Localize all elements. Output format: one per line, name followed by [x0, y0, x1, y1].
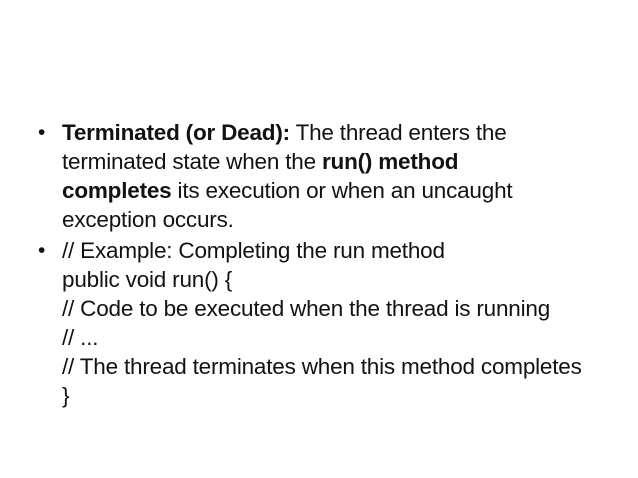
text-run: public void run() {	[62, 267, 233, 292]
text-run: its execution or when an uncaught	[171, 178, 513, 203]
text-run: terminated state when the	[62, 149, 322, 174]
bullet-marker-icon: •	[38, 239, 46, 262]
bullet-list: • Terminated (or Dead): The thread enters…	[36, 118, 628, 410]
text-line: // ...	[62, 323, 628, 352]
bullet-item: • // Example: Completing the run method pu…	[36, 236, 628, 410]
text-line: Terminated (or Dead): The thread enters …	[62, 118, 628, 147]
bold-text-run: completes	[62, 178, 172, 203]
text-run: // Example: Completing the run method	[62, 238, 445, 263]
text-run: // ...	[62, 325, 99, 350]
bold-text-run: Terminated (or Dead):	[62, 120, 290, 145]
bold-text-run: run() method	[321, 149, 459, 174]
text-run: // The thread terminates when this metho…	[62, 354, 582, 379]
text-line: exception occurs.	[62, 205, 628, 234]
text-run: exception occurs.	[62, 207, 234, 232]
text-line: // The thread terminates when this metho…	[62, 352, 628, 381]
text-line: completes its execution or when an uncau…	[62, 176, 628, 205]
bullet-item: • Terminated (or Dead): The thread enters…	[36, 118, 628, 234]
text-line: // Code to be executed when the thread i…	[62, 294, 628, 323]
text-line: public void run() {	[62, 265, 628, 294]
text-line: // Example: Completing the run method	[62, 236, 628, 265]
text-line: }	[62, 381, 628, 410]
bullet-text: // Example: Completing the run method pub…	[62, 236, 628, 410]
text-line: terminated state when the run() method	[62, 147, 628, 176]
text-run: The thread enters the	[289, 120, 507, 145]
bullet-marker-icon: •	[38, 121, 46, 144]
bullet-text: Terminated (or Dead): The thread enters …	[62, 118, 628, 234]
text-run: }	[62, 383, 70, 408]
text-run: // Code to be executed when the thread i…	[62, 296, 551, 321]
